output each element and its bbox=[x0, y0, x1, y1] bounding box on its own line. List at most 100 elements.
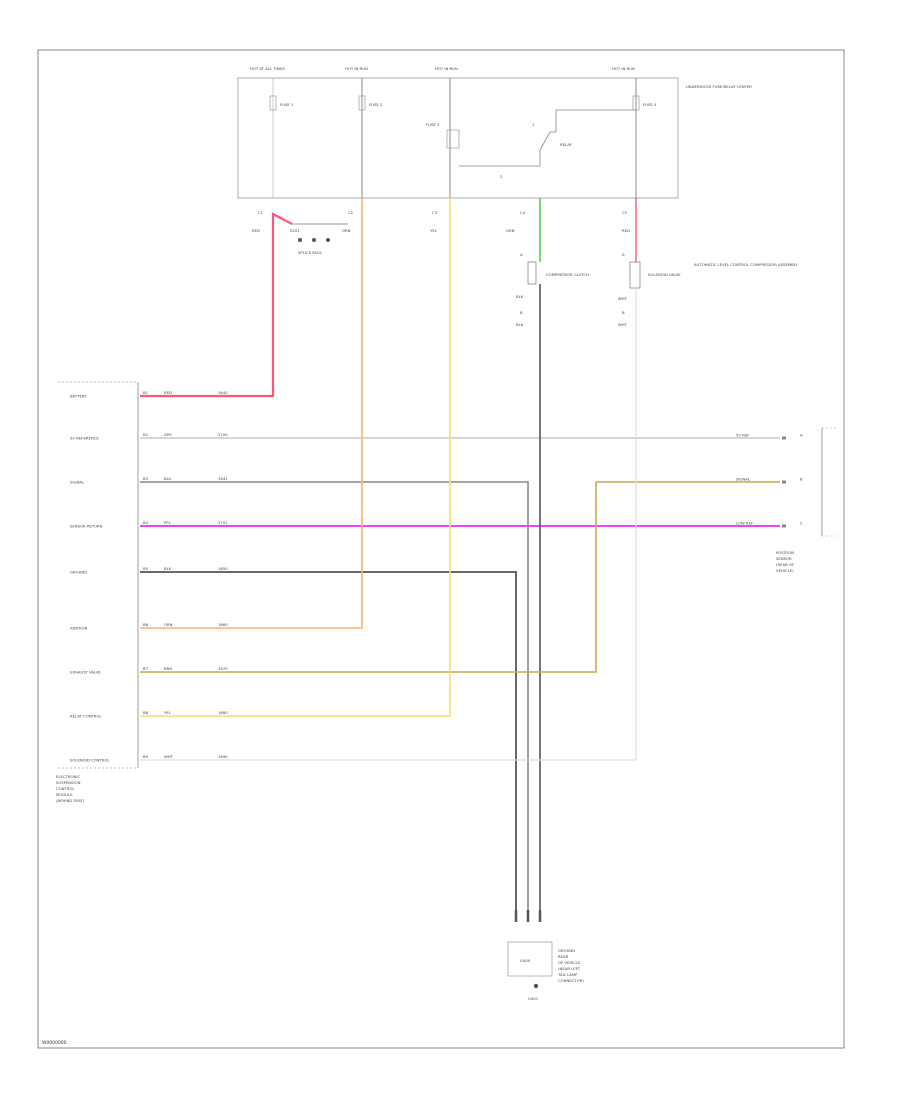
sensor-pin-label: 5V REF bbox=[736, 433, 749, 438]
ground-box bbox=[507, 941, 553, 977]
module-pin-color-code: BLK bbox=[164, 566, 172, 571]
diagram-frame bbox=[37, 49, 845, 1049]
splice-node-2 bbox=[312, 238, 316, 242]
clutch-code-a: BLK bbox=[516, 294, 524, 299]
splice-node-1 bbox=[298, 238, 302, 242]
module-pin-color-code: BLU bbox=[164, 476, 172, 481]
figure-id: W0000000 bbox=[42, 1040, 67, 1046]
relay-contact-1: 1 bbox=[532, 122, 535, 127]
fuse-pin-5: C5 bbox=[622, 210, 628, 215]
wire-solenoid-control bbox=[140, 288, 637, 761]
fuse-block-label: UNDERHOOD FUSE/RELAY CENTER bbox=[686, 84, 752, 89]
module-caption-2: SUSPENSION bbox=[56, 780, 81, 785]
fuse-wire-code-2: ORN bbox=[342, 228, 351, 233]
ground-note-3: (NEAR LEFT bbox=[558, 966, 581, 971]
sensor-pin-letter: A bbox=[800, 433, 803, 438]
relay-label: RELAY bbox=[560, 142, 573, 147]
module-pin-wire: 1690 bbox=[218, 754, 228, 759]
fuse-pin-3: C3 bbox=[432, 210, 438, 215]
module-pin-wire: 1670 bbox=[218, 666, 228, 671]
fuse-pin-2: C2 bbox=[348, 210, 354, 215]
module-pin-label: GROUND bbox=[70, 570, 87, 575]
module-pin-wire: 1680 bbox=[218, 710, 228, 715]
solenoid-valve: SOLENOID VALVE A B WHT WHT bbox=[618, 252, 681, 327]
module-pin-wire: 2700 bbox=[218, 432, 228, 437]
relay-switch bbox=[539, 131, 551, 151]
fuse-2-symbol bbox=[358, 95, 366, 111]
module-pin-color-code: ORN bbox=[164, 622, 173, 627]
module-caption-4: MODULE bbox=[56, 792, 73, 797]
ground-note-5: CONNECTOR) bbox=[558, 978, 584, 983]
module-pin-label: SOLENOID CONTROL bbox=[70, 758, 110, 763]
fuse-wire-code-3: YEL bbox=[430, 228, 438, 233]
wire-layer bbox=[140, 198, 780, 910]
module-pin-color-code: RED bbox=[164, 390, 172, 395]
module-pin-label: 5V REFERENCE bbox=[70, 436, 99, 441]
fuse-wire-code-4: GRN bbox=[506, 228, 515, 233]
ground-note-1: REAR bbox=[558, 954, 569, 959]
module-pin-wire: 1641 bbox=[218, 476, 228, 481]
ground-note-4: TAIL LAMP bbox=[557, 972, 578, 977]
splice-pack: S201 SPLICE PACK bbox=[290, 223, 348, 255]
wire-relay-control bbox=[140, 198, 451, 717]
module-pin-number: B8 bbox=[143, 710, 149, 715]
module-pin-label: SENSOR RETURN bbox=[70, 524, 103, 529]
module-pin-color-code: YEL bbox=[164, 710, 172, 715]
module-pin-number: B9 bbox=[143, 754, 149, 759]
module-pin-number: B3 bbox=[143, 476, 149, 481]
relay-contact-wire bbox=[550, 109, 636, 133]
fuse-1-label: FUSE 1 bbox=[280, 102, 294, 107]
wire-battery bbox=[140, 212, 293, 398]
wire-signal bbox=[140, 481, 529, 910]
clutch-pin-a: A bbox=[520, 252, 523, 257]
solenoid-code-a: WHT bbox=[618, 296, 628, 301]
fuse-1-symbol bbox=[269, 95, 277, 111]
module-pin-number: B6 bbox=[143, 622, 149, 627]
sensor-terminal bbox=[782, 436, 786, 440]
module-pin-wire: 2751 bbox=[218, 520, 228, 525]
module-pin-wire: 1640 bbox=[218, 390, 228, 395]
solenoid-pin-b: B bbox=[622, 310, 625, 315]
sensor-pin-label: SIGNAL bbox=[736, 477, 751, 482]
module-pin-number: B5 bbox=[143, 566, 149, 571]
fuse-4-symbol bbox=[632, 95, 640, 111]
sensor-terminal bbox=[782, 480, 786, 484]
splice-node-3 bbox=[326, 238, 330, 242]
ground-note-2: OF VEHICLE bbox=[558, 960, 581, 965]
ground-node bbox=[533, 983, 539, 989]
clutch-label: COMPRESSOR CLUTCH bbox=[546, 272, 589, 277]
clutch-pin-b: B bbox=[520, 310, 523, 315]
module-pin-label: BATTERY bbox=[70, 394, 87, 399]
module-pin-number: B7 bbox=[143, 666, 149, 671]
sensor-pin-label: LOW REF bbox=[736, 521, 753, 526]
module-pin-number: B4 bbox=[143, 520, 149, 525]
solenoid-symbol bbox=[629, 261, 641, 289]
module-pin-wire: 1660 bbox=[218, 622, 228, 627]
splice-code: S201 bbox=[290, 228, 300, 233]
relay-coil-wire bbox=[459, 150, 541, 167]
clutch-symbol bbox=[527, 261, 537, 285]
module-pin-color-code: GRY bbox=[164, 432, 172, 437]
fuse-column-label-4: HOT IN RUN bbox=[612, 66, 635, 71]
sensor-caption-3: (REAR OF bbox=[776, 562, 794, 567]
sensor-pin-letter: C bbox=[800, 521, 803, 526]
wire-ground bbox=[140, 571, 517, 910]
module-pin-number: B1 bbox=[143, 390, 149, 395]
fuse-4-label: FUSE 4 bbox=[643, 102, 657, 107]
module-caption-5: (BEHIND SEAT) bbox=[56, 798, 85, 803]
splice-label: SPLICE PACK bbox=[298, 250, 322, 255]
compressor-assembly-note: AUTOMATIC LEVEL CONTROL COMPRESSOR ASSEM… bbox=[694, 262, 798, 267]
ground-box-label: G400 bbox=[520, 958, 531, 963]
fuse-column-label-1: HOT AT ALL TIMES bbox=[250, 66, 285, 71]
module-pin-color-code: PPL bbox=[164, 520, 172, 525]
solenoid-label: SOLENOID VALVE bbox=[648, 272, 681, 277]
module-pin-label: IGNITION bbox=[70, 626, 87, 631]
fuse-relay-block: HOT AT ALL TIMES HOT IN RUN HOT IN RUN H… bbox=[237, 66, 752, 233]
sensor-caption-1: POSITION bbox=[776, 550, 794, 555]
fuse-block-outline bbox=[237, 77, 679, 199]
